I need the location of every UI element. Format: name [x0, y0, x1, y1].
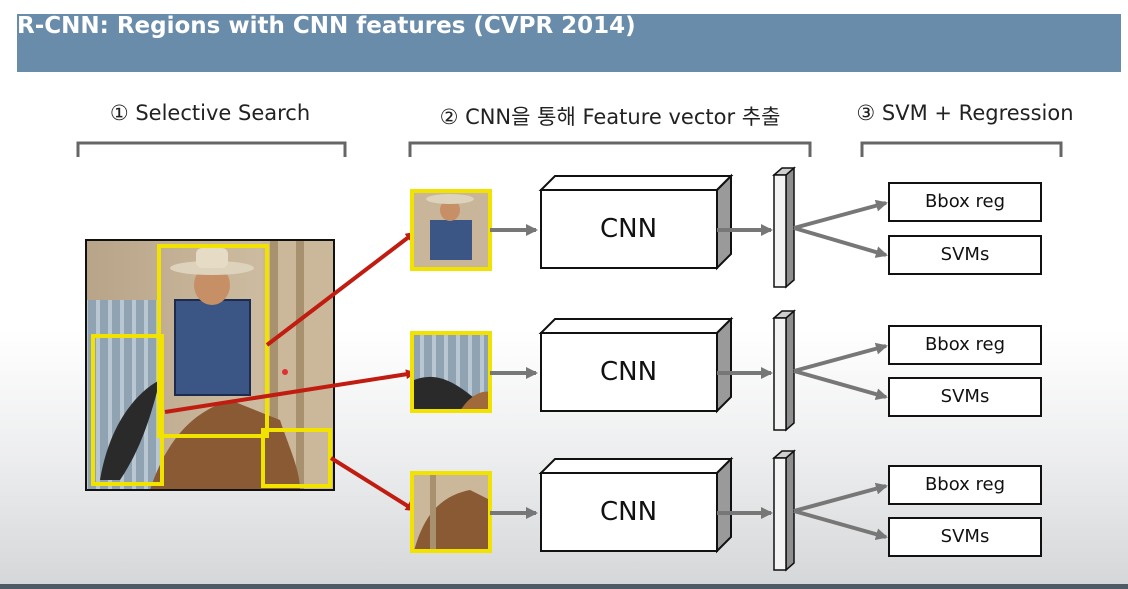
pipeline-row-2 — [490, 309, 1042, 432]
bottom-divider — [0, 584, 1128, 589]
cursor-marker — [282, 369, 288, 375]
feature-vector-side-1 — [785, 166, 795, 289]
bbox-reg-label-1: Bbox reg — [924, 191, 1006, 212]
svms-box-1 — [888, 235, 1042, 275]
red-arrow-2 — [164, 369, 416, 414]
cnn-box-top-1 — [538, 175, 734, 191]
svms-label-3: SVMs — [940, 526, 990, 547]
cnn-box-top-3 — [538, 458, 734, 474]
svms-label-1: SVMs — [940, 244, 990, 265]
cnn-box-side-1 — [716, 173, 732, 271]
red-arrow-1 — [265, 231, 416, 347]
cnn-box-front-2 — [540, 332, 718, 412]
bbox-reg-label-2: Bbox reg — [924, 334, 1006, 355]
brace-svm-regression — [860, 141, 1063, 157]
region-proposal-person — [157, 244, 269, 438]
svms-box-2 — [888, 377, 1042, 417]
cnn-box-front-1 — [540, 189, 718, 269]
region-proposals — [91, 244, 332, 488]
bbox-reg-box-2 — [888, 325, 1042, 365]
svms-label-2: SVMs — [940, 386, 990, 407]
region-proposal-fence — [91, 334, 164, 486]
region-proposal-horse — [261, 428, 332, 488]
bbox-reg-box-1 — [888, 182, 1042, 222]
stage-label-selective-search: ① Selective Search — [109, 101, 311, 125]
cnn-box-top-2 — [538, 318, 734, 334]
feature-vector-3 — [773, 457, 787, 571]
cnn-label-1: CNN — [599, 214, 658, 244]
bbox-reg-box-3 — [888, 465, 1042, 505]
svms-box-3 — [888, 517, 1042, 557]
warped-region-3 — [410, 471, 492, 553]
slide-title: R-CNN: Regions with CNN features (CVPR 2… — [17, 13, 636, 39]
brace-selective-search — [76, 141, 347, 157]
stage-label-cnn-feature: ② CNN을 통해 Feature vector 추출 — [439, 105, 781, 129]
cnn-label-2: CNN — [599, 357, 658, 387]
cnn-box-side-3 — [716, 456, 732, 554]
bbox-reg-label-3: Bbox reg — [924, 474, 1006, 495]
title-bar — [17, 14, 1121, 72]
warped-region-1 — [410, 189, 492, 271]
stage-label-svm-regression: ③ SVM + Regression — [856, 101, 1074, 125]
feature-vector-side-3 — [785, 449, 795, 572]
input-image — [85, 239, 335, 491]
feature-vector-side-2 — [785, 309, 795, 432]
warped-region-2 — [410, 331, 492, 413]
red-arrow-3 — [329, 456, 416, 512]
feature-vector-2 — [773, 317, 787, 431]
brace-cnn-feature — [408, 141, 812, 157]
cnn-label-3: CNN — [599, 497, 658, 527]
feature-vector-1 — [773, 174, 787, 288]
pipeline-row-3 — [490, 449, 1042, 572]
cnn-box-side-2 — [716, 316, 732, 414]
cnn-box-front-3 — [540, 472, 718, 552]
pipeline-row-1 — [490, 166, 1042, 289]
